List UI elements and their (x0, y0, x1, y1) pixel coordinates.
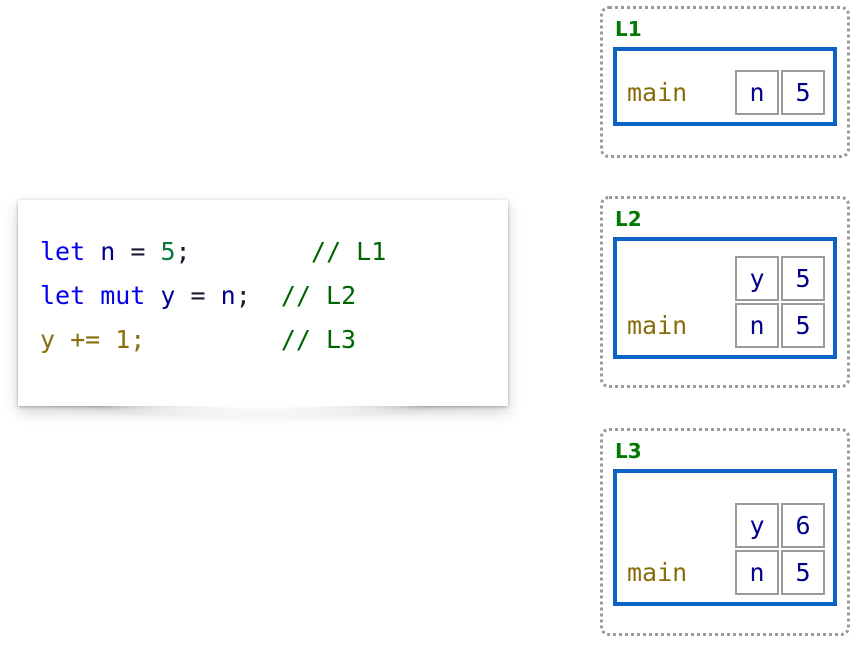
variable-value-cell: 5 (781, 303, 825, 348)
variable-row: n 5 (733, 70, 825, 115)
code-token (251, 281, 281, 310)
code-token: // L2 (280, 281, 357, 310)
variable-row: n 5 (733, 550, 825, 595)
code-token: ; (235, 281, 251, 310)
frame-label-l1: L1 (615, 17, 642, 41)
variable-table-l2: y 5 n 5 (733, 256, 825, 349)
code-token: = (190, 281, 206, 310)
code-token (145, 237, 160, 266)
code-line: let n = 5; // L1 (40, 230, 386, 274)
variable-row: y 6 (733, 503, 825, 548)
code-token (85, 237, 100, 266)
code-token: n (100, 237, 116, 266)
code-token: n (220, 281, 236, 310)
frame-function-name-l2: main (627, 311, 688, 340)
variable-name-cell: n (735, 550, 779, 595)
code-token: y += 1; (40, 325, 146, 354)
frame-diagram-l1: L1 main n 5 (600, 6, 850, 158)
frame-diagram-l2: L2 main y 5 n 5 (600, 196, 850, 388)
code-token (115, 237, 130, 266)
frame-diagram-l3: L3 main y 6 n 5 (600, 428, 850, 636)
code-line: y += 1; // L3 (40, 318, 386, 362)
variable-value-cell: 5 (781, 256, 825, 301)
code-token: let (40, 237, 86, 266)
code-token: 5 (160, 237, 176, 266)
variable-value-cell: 6 (781, 503, 825, 548)
code-token: = (130, 237, 146, 266)
stack-frame-box-l1: main n 5 (613, 47, 837, 126)
frame-function-name-l3: main (627, 558, 688, 587)
code-token (175, 281, 190, 310)
variable-name-cell: y (735, 256, 779, 301)
code-token (206, 281, 221, 310)
variable-table-l3: y 6 n 5 (733, 503, 825, 596)
frame-function-name-l1: main (627, 78, 688, 107)
frame-diagram-column: L1 main n 5 L2 main y 5 n 5 (598, 0, 856, 650)
variable-value-cell: 5 (781, 550, 825, 595)
frame-label-l2: L2 (615, 207, 642, 231)
variable-value-cell: 5 (781, 70, 825, 115)
variable-name-cell: n (735, 303, 779, 348)
variable-name-cell: n (735, 70, 779, 115)
code-token: y (160, 281, 176, 310)
stack-frame-box-l3: main y 6 n 5 (613, 469, 837, 606)
code-token: let mut (40, 281, 146, 310)
code-token (191, 237, 311, 266)
variable-table-l1: n 5 (733, 70, 825, 116)
code-token: // L3 (280, 325, 357, 354)
variable-row: y 5 (733, 256, 825, 301)
frame-label-l3: L3 (615, 439, 642, 463)
variable-row: n 5 (733, 303, 825, 348)
stack-frame-box-l2: main y 5 n 5 (613, 237, 837, 359)
code-line: let mut y = n; // L2 (40, 274, 386, 318)
code-token: ; (175, 237, 191, 266)
code-token (145, 281, 160, 310)
variable-name-cell: y (735, 503, 779, 548)
code-token (145, 325, 280, 354)
code-token: // L1 (311, 237, 387, 266)
